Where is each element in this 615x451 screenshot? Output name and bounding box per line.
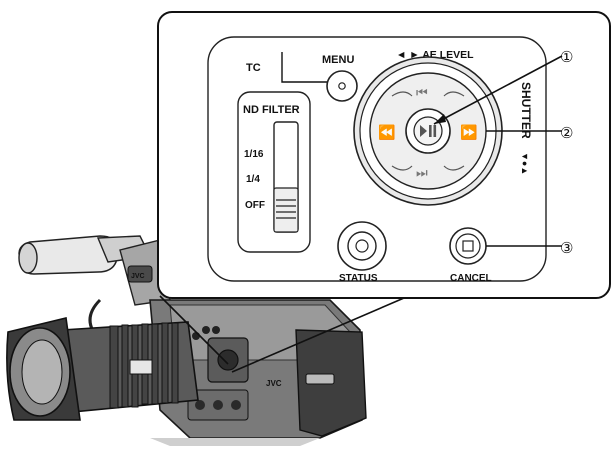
rewind-key[interactable]: ⏪ xyxy=(378,124,395,141)
control-dial[interactable] xyxy=(353,56,503,206)
nd-filter-slider[interactable] xyxy=(273,121,299,233)
cancel-label: CANCEL xyxy=(450,273,492,284)
callout-3-number: ③ xyxy=(560,240,573,257)
nd-slider-knob[interactable] xyxy=(273,187,299,233)
tc-bracket xyxy=(281,52,337,83)
skip-forward-icon: ⏭ xyxy=(416,166,428,181)
fast-forward-icon: ⏩ xyxy=(460,124,477,141)
menu-button[interactable] xyxy=(326,70,358,102)
skip-forward-key[interactable]: ⏭ xyxy=(416,166,428,181)
zoom-line-left xyxy=(159,295,229,365)
rewind-icon: ⏪ xyxy=(378,124,395,141)
callout-2-number: ② xyxy=(560,125,573,142)
shutter-label: SHUTTER xyxy=(519,82,533,139)
nd-position-1-16: 1/16 xyxy=(244,149,264,160)
play-icon xyxy=(420,125,427,137)
skip-back-key[interactable]: ⏮ xyxy=(416,86,428,101)
set-play-pause-button[interactable] xyxy=(405,108,451,154)
callout-1: ① xyxy=(433,49,573,125)
callout-2: ② xyxy=(486,125,573,142)
shutter-arrows: ▼●▲ xyxy=(520,152,530,175)
status-button[interactable] xyxy=(337,221,387,271)
zoom-line-right xyxy=(231,297,405,373)
skip-back-icon: ⏮ xyxy=(416,86,428,101)
stop-icon xyxy=(462,240,474,252)
nd-position-off: OFF xyxy=(245,200,265,211)
fast-forward-key[interactable]: ⏩ xyxy=(460,124,477,141)
brand-top-label: JVC xyxy=(131,273,145,280)
pause-icon xyxy=(429,125,432,137)
cancel-button[interactable] xyxy=(449,227,487,265)
status-label: STATUS xyxy=(339,273,378,284)
tc-label: TC xyxy=(246,62,261,74)
brand-body-label: JVC xyxy=(266,379,282,388)
menu-label: MENU xyxy=(322,54,354,66)
camcorder-illustration: JVC JVC xyxy=(6,235,367,446)
callout-1-number: ① xyxy=(560,49,573,66)
nd-position-1-4: 1/4 xyxy=(246,174,260,185)
callout-3: ③ xyxy=(486,240,573,257)
nd-filter-label: ND FILTER xyxy=(243,104,300,116)
